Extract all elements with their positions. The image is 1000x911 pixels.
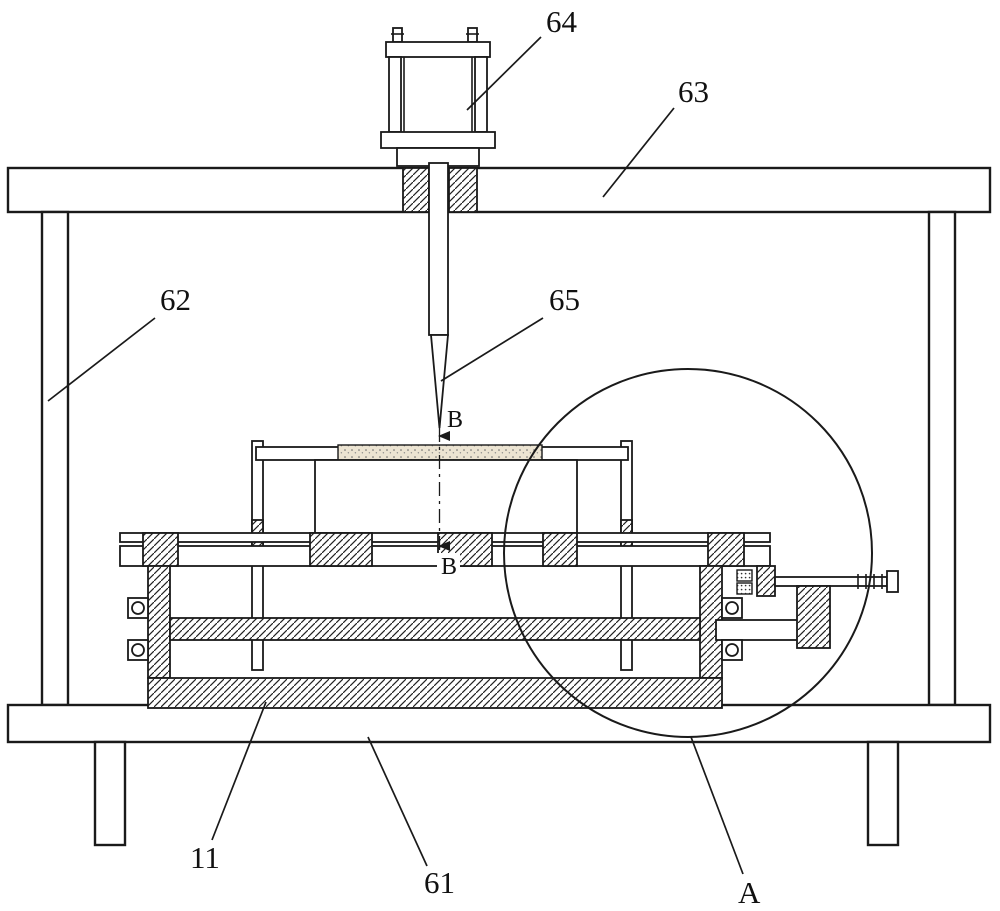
section-label-b-bottom: B xyxy=(441,554,457,580)
leader-63 xyxy=(602,107,675,198)
right-bearing xyxy=(721,597,743,661)
table-hatch-block xyxy=(542,532,578,567)
knurled-block xyxy=(736,569,753,582)
needle-tool-65 xyxy=(428,162,449,429)
screw-head xyxy=(886,570,899,593)
l-bracket xyxy=(796,585,831,649)
right-foot xyxy=(866,740,900,847)
section-line-b xyxy=(438,428,450,574)
needle-tip xyxy=(430,334,449,429)
top-beam xyxy=(6,166,992,214)
knurled-block xyxy=(736,582,753,595)
needle-shank xyxy=(428,162,449,336)
ref-label-65: 65 xyxy=(549,282,580,317)
section-label-b-top: B xyxy=(447,407,463,433)
machine-frame xyxy=(6,166,992,847)
leader-62 xyxy=(47,317,156,402)
leader-65 xyxy=(440,317,544,382)
ref-label-63: 63 xyxy=(678,74,709,109)
table-plates xyxy=(119,532,771,567)
adjuster-mechanism xyxy=(736,565,899,649)
ref-label-a: A xyxy=(738,875,761,910)
bolt-left xyxy=(391,27,404,43)
left-foot xyxy=(93,740,127,847)
ref-label-61: 61 xyxy=(424,865,455,900)
ref-label-64: 64 xyxy=(546,4,578,39)
section-arrow-bottom xyxy=(438,541,450,551)
press-top-plate xyxy=(385,41,491,58)
leader-64 xyxy=(466,36,542,111)
press-right-rail xyxy=(474,56,488,133)
ref-label-62: 62 xyxy=(160,282,191,317)
leader-a xyxy=(690,736,744,875)
lower-housing-11 xyxy=(127,565,816,709)
ref-label-11: 11 xyxy=(190,840,220,875)
adjuster-nut xyxy=(756,565,776,597)
section-arrow-top xyxy=(438,431,450,441)
housing-left-wall xyxy=(147,565,171,679)
leader-11 xyxy=(211,701,267,841)
beam-mount-hatch-right xyxy=(448,167,478,213)
label-backplate xyxy=(437,553,460,577)
table-hatch-block xyxy=(309,532,373,567)
rotary-shaft xyxy=(169,617,701,641)
press-lower-plate xyxy=(380,131,496,149)
bottom-beam xyxy=(6,703,992,744)
bolt-right xyxy=(466,27,479,43)
detail-circle-a xyxy=(503,368,873,738)
left-bearing xyxy=(127,597,149,661)
right-leg xyxy=(927,210,957,707)
table-hatch-block xyxy=(707,532,745,567)
workpiece-box xyxy=(314,459,578,538)
beam-mount-hatch-left xyxy=(402,167,430,213)
table-hatch-block xyxy=(142,532,179,567)
annotations: 64 63 62 65 11 61 A B B xyxy=(47,4,761,910)
press-assembly-64 xyxy=(380,27,496,213)
left-leg xyxy=(40,210,70,707)
leader-61 xyxy=(367,736,428,867)
press-left-rail xyxy=(388,56,402,133)
housing-bottom-plate xyxy=(147,677,723,709)
